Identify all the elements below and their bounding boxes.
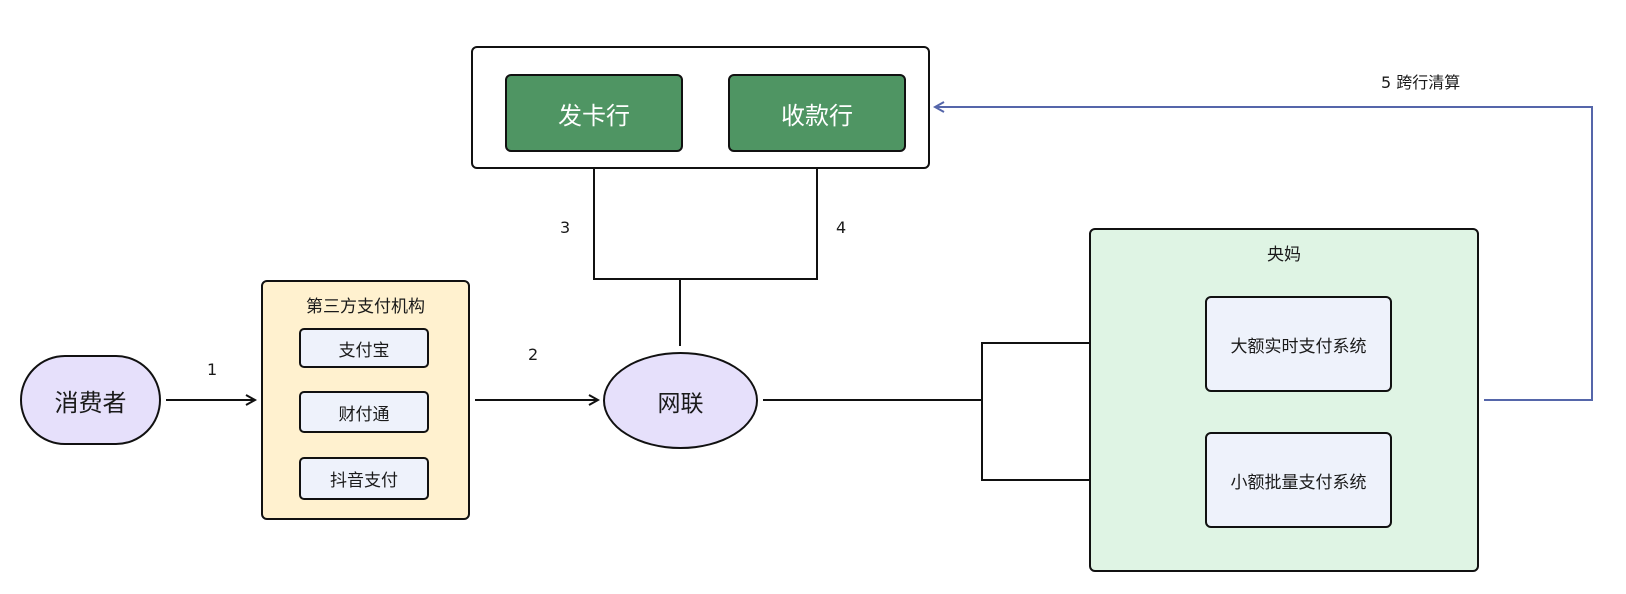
small-batch-system-label: 小额批量支付系统 [1230, 472, 1367, 493]
edge-clearing-to-banks [935, 107, 1593, 401]
third-party-title: 第三方支付机构 [306, 297, 425, 317]
unionpay-node: 网联 [603, 352, 758, 449]
edge-label-3: 3 [560, 218, 571, 237]
edge-label-2: 2 [528, 345, 539, 364]
edge-unionpay-to-issuing-bank [594, 158, 680, 280]
consumer-label: 消费者 [54, 388, 127, 417]
alipay-label: 支付宝 [338, 340, 390, 361]
edge-unionpay-to-receiving-bank [680, 158, 817, 280]
alipay-box: 支付宝 [299, 328, 429, 368]
large-value-system-node: 大额实时支付系统 [1205, 296, 1392, 392]
issuing-bank-node: 发卡行 [505, 74, 683, 152]
douyin-pay-box: 抖音支付 [299, 457, 429, 500]
small-batch-system-node: 小额批量支付系统 [1205, 432, 1392, 528]
issuing-bank-label: 发卡行 [558, 101, 630, 130]
receiving-bank-label: 收款行 [781, 101, 853, 130]
large-value-system-label: 大额实时支付系统 [1230, 336, 1367, 357]
third-party-container: 第三方支付机构 [261, 280, 470, 520]
edge-label-5: 5 跨行清算 [1381, 73, 1461, 92]
central-bank-title: 央妈 [1267, 245, 1301, 265]
douyin-pay-label: 抖音支付 [330, 471, 398, 491]
tenpay-box: 财付通 [299, 391, 429, 433]
consumer-node: 消费者 [20, 355, 161, 445]
receiving-bank-node: 收款行 [728, 74, 906, 152]
tenpay-label: 财付通 [338, 404, 390, 425]
unionpay-label: 网联 [657, 390, 704, 417]
edge-label-4: 4 [836, 218, 847, 237]
edge-label-1: 1 [207, 360, 218, 379]
